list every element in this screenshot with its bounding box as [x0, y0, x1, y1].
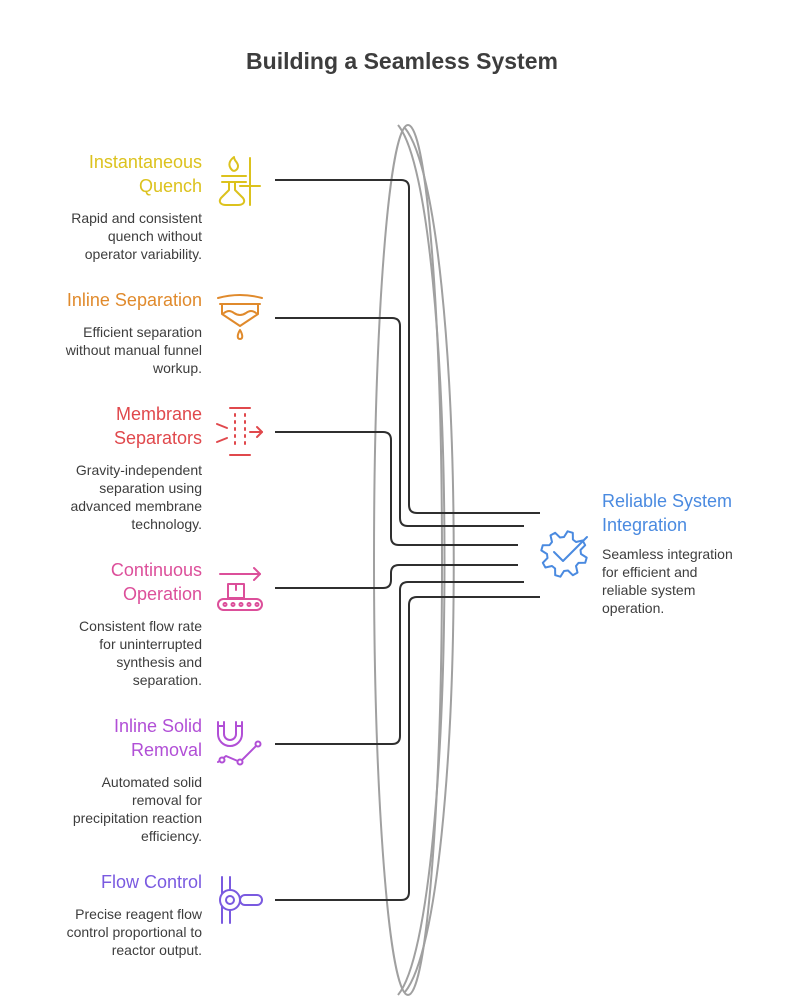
target-description-line: reliable system: [602, 582, 696, 598]
feature-description: Gravity-independent separation using adv…: [2, 461, 202, 533]
feature-description-line: reactor output.: [111, 942, 202, 958]
feature-title-line: Operation: [122, 584, 202, 604]
feature-description-line: technology.: [131, 516, 202, 532]
connector-inline-solid-removal: [275, 581, 524, 745]
feature-description-line: precipitation reaction: [72, 810, 202, 826]
feature-description: Automated solid removal for precipitatio…: [2, 773, 202, 845]
target-description-line: for efficient and: [602, 564, 698, 580]
feature-title: Membrane Separators: [2, 402, 202, 450]
connector-flow-control: [275, 596, 540, 901]
feature-title-line: Separators: [113, 428, 202, 448]
connector-instantaneous-quench: [275, 179, 540, 514]
connector-continuous-operation: [275, 564, 518, 589]
feature-title-line: Instantaneous: [88, 152, 202, 172]
feature-flow-control: Flow Control Precise reagent flow contro…: [2, 870, 202, 959]
feature-description-line: quench without: [107, 228, 202, 244]
feature-description-line: control proportional to: [66, 924, 202, 940]
magnet-icon: [217, 721, 262, 766]
connector-lines: [275, 179, 540, 901]
target-title: Reliable System Integration: [602, 489, 792, 537]
feature-title: Continuous Operation: [2, 558, 202, 606]
feature-description-line: operator variability.: [84, 246, 202, 262]
target-description-line: operation.: [602, 600, 665, 616]
feature-description-line: Gravity-independent: [75, 462, 202, 478]
feature-description-line: Precise reagent flow: [75, 906, 202, 922]
feature-description: Rapid and consistent quench without oper…: [2, 209, 202, 263]
feature-inline-solid-removal: Inline Solid Removal Automated solid rem…: [2, 714, 202, 845]
feature-description-line: Automated solid: [101, 774, 202, 790]
connector-membrane-separators: [275, 431, 518, 546]
separator-funnel-icon: [217, 294, 263, 340]
conveyor-belt-icon: [217, 567, 263, 611]
feature-continuous-operation: Continuous Operation Consistent flow rat…: [2, 558, 202, 689]
feature-title-line: Continuous: [110, 560, 202, 580]
target-description: Seamless integration for efficient and r…: [602, 545, 792, 617]
feature-title-line: Inline Separation: [66, 290, 202, 310]
feature-title: Flow Control: [2, 870, 202, 894]
target-title-line: Reliable System: [602, 491, 733, 511]
feature-description-line: advanced membrane: [70, 498, 202, 514]
target-title-line: Integration: [602, 515, 688, 535]
membrane-filter-icon: [216, 407, 263, 456]
feature-title: Inline Solid Removal: [2, 714, 202, 762]
feature-membrane-separators: Membrane Separators Gravity-independent …: [2, 402, 202, 533]
feature-title-line: Removal: [130, 740, 202, 760]
feature-description-line: separation.: [132, 672, 202, 688]
feature-description: Consistent flow rate for uninterrupted s…: [2, 617, 202, 689]
feature-description-line: for uninterrupted: [99, 636, 202, 652]
feature-title-line: Flow Control: [100, 872, 202, 892]
feature-description-line: without manual funnel: [65, 342, 202, 358]
feature-description-line: efficiency.: [141, 828, 202, 844]
page-title: Building a Seamless System: [246, 48, 558, 74]
feature-description: Precise reagent flow control proportiona…: [2, 905, 202, 959]
feature-description-line: removal for: [131, 792, 202, 808]
feature-description-line: synthesis and: [116, 654, 202, 670]
feature-description-line: Consistent flow rate: [79, 618, 202, 634]
feature-description-line: workup.: [152, 360, 202, 376]
valve-icon: [219, 876, 263, 924]
feature-description-line: Rapid and consistent: [71, 210, 202, 226]
feature-inline-separation: Inline Separation Efficient separation w…: [2, 288, 202, 377]
feature-description-line: Efficient separation: [83, 324, 202, 340]
flask-flame-icon: [218, 156, 261, 206]
feature-title-line: Membrane: [115, 404, 202, 424]
connector-inline-separation: [275, 317, 524, 527]
feature-title: Instantaneous Quench: [2, 150, 202, 198]
feature-title: Inline Separation: [2, 288, 202, 312]
feature-description: Efficient separation without manual funn…: [2, 323, 202, 377]
target-reliable-system-integration: Reliable System Integration Seamless int…: [602, 489, 792, 617]
lens-shape: [373, 124, 455, 996]
feature-description-line: separation using: [99, 480, 202, 496]
target-description-line: Seamless integration: [602, 546, 733, 562]
feature-title-line: Inline Solid: [113, 716, 202, 736]
gear-check-icon: [540, 530, 588, 578]
feature-title-line: Quench: [138, 176, 202, 196]
feature-instantaneous-quench: Instantaneous Quench Rapid and consisten…: [2, 150, 202, 263]
